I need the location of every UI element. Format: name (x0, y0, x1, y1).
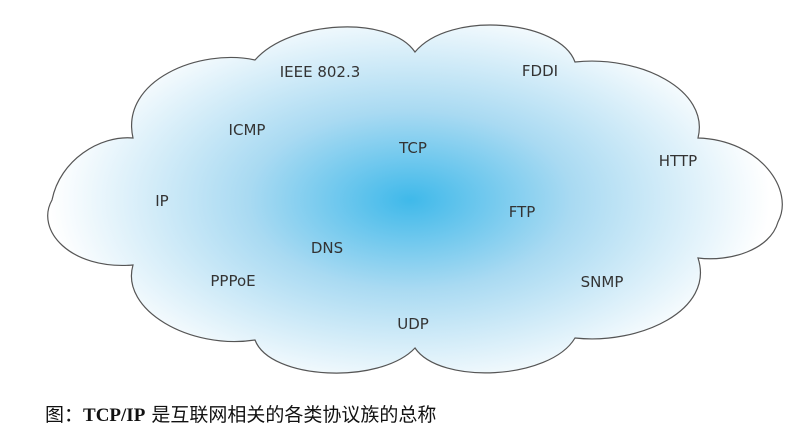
protocol-label-http: HTTP (658, 152, 698, 170)
protocol-label-tcp: TCP (399, 139, 427, 157)
protocol-label-udp: UDP (397, 315, 429, 333)
caption-bold: TCP/IP (83, 405, 146, 426)
caption-prefix: 图： (45, 404, 84, 426)
protocol-label-dns: DNS (310, 239, 344, 257)
protocol-label-pppoe: PPPoE (210, 272, 256, 290)
protocol-label-fddi: FDDI (521, 62, 559, 80)
protocol-label-ftp: FTP (508, 203, 536, 221)
protocol-label-ieee: IEEE 802.3 (279, 63, 361, 81)
protocol-label-icmp: ICMP (228, 121, 266, 139)
figure-caption: 图：TCP/IP 是互联网相关的各类协议族的总称 (45, 400, 436, 427)
protocol-label-snmp: SNMP (580, 273, 624, 291)
protocol-label-ip: IP (155, 192, 169, 210)
cloud-shape (47, 24, 783, 374)
caption-text: 是互联网相关的各类协议族的总称 (145, 404, 437, 426)
